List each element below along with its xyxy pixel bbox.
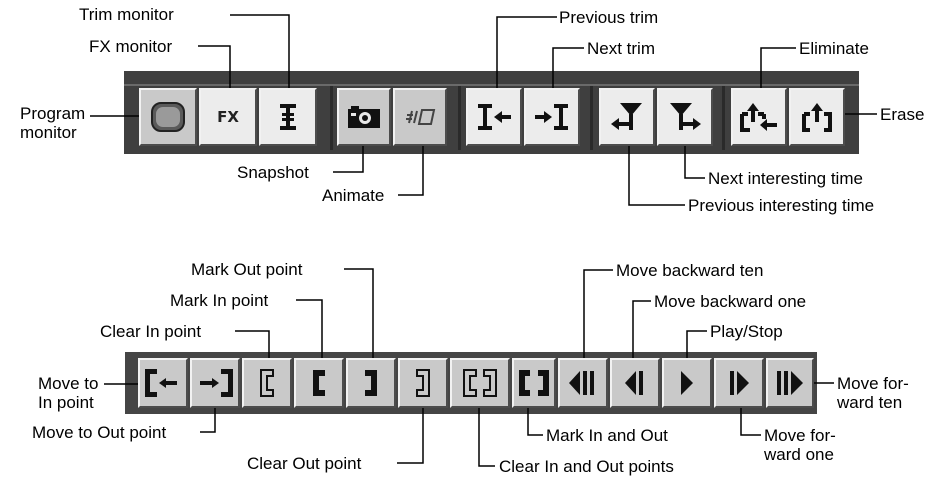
move-forward-one-icon <box>730 371 749 395</box>
mark-in-point-button[interactable] <box>294 358 344 408</box>
label-eliminate: Eliminate <box>799 39 869 58</box>
move-backward-one-button[interactable] <box>610 358 660 408</box>
move-to-in-point-icon <box>145 369 177 397</box>
separator <box>722 86 725 150</box>
move-forward-ten-icon <box>777 371 803 395</box>
label-previous-trim: Previous trim <box>559 8 659 27</box>
separator <box>330 86 333 150</box>
label-animate: Animate <box>322 186 385 205</box>
separator <box>458 86 461 150</box>
clear-out-point-icon <box>416 369 430 397</box>
move-to-out-point-icon <box>200 369 233 397</box>
label-play-stop: Play/Stop <box>710 322 783 341</box>
next-interesting-time-button[interactable] <box>657 88 713 146</box>
eliminate-icon <box>740 103 777 132</box>
label-erase: Erase <box>880 105 925 124</box>
label-trim-monitor: Trim monitor <box>79 5 174 24</box>
label-clear-in-and-out-points: Clear In and Out points <box>499 457 674 476</box>
move-forward-one-button[interactable] <box>714 358 764 408</box>
clear-out-point-button[interactable] <box>398 358 448 408</box>
clear-in-and-out-points-icon <box>463 369 497 397</box>
label-move-backward-ten: Move backward ten <box>616 261 764 280</box>
label-move-to-in-point: Move to In point <box>38 374 99 412</box>
label-snapshot: Snapshot <box>237 163 309 182</box>
next-trim-icon <box>535 104 568 130</box>
label-next-trim: Next trim <box>587 39 655 58</box>
label-mark-out-point: Mark Out point <box>191 260 303 279</box>
eliminate-button[interactable] <box>731 88 787 146</box>
snapshot-button[interactable] <box>337 88 391 146</box>
program-monitor-button[interactable] <box>139 88 197 146</box>
label-move-to-out-point: Move to Out point <box>32 423 167 442</box>
snapshot-icon <box>348 106 380 128</box>
fx-monitor-button[interactable]: FX <box>199 88 257 146</box>
label-program-monitor: Program monitor <box>20 104 86 142</box>
label-move-forward-ten: Move for- ward ten <box>837 374 909 412</box>
previous-interesting-time-icon <box>611 103 642 130</box>
label-clear-out-point: Clear Out point <box>247 454 362 473</box>
fx-monitor-icon: FX <box>217 108 239 126</box>
label-mark-in-and-out: Mark In and Out <box>546 426 668 445</box>
clear-in-and-out-points-button[interactable] <box>450 358 510 408</box>
erase-button[interactable] <box>789 88 845 146</box>
label-move-forward-one: Move for- ward one <box>764 426 836 464</box>
previous-interesting-time-button[interactable] <box>599 88 655 146</box>
mark-in-point-icon <box>313 370 325 396</box>
mark-in-and-out-button[interactable] <box>512 358 556 408</box>
label-move-backward-one: Move backward one <box>654 292 807 311</box>
clear-in-point-icon <box>260 369 274 397</box>
program-monitor-icon <box>151 102 185 132</box>
mark-out-point-icon <box>365 370 377 396</box>
move-backward-ten-button[interactable] <box>558 358 608 408</box>
animate-icon <box>406 109 436 125</box>
move-forward-ten-button[interactable] <box>766 358 814 408</box>
play-stop-icon <box>681 371 693 395</box>
label-mark-in-point: Mark In point <box>170 291 269 310</box>
move-backward-ten-icon <box>569 371 594 395</box>
separator <box>590 86 593 150</box>
label-clear-in-point: Clear In point <box>100 322 202 341</box>
next-interesting-time-icon <box>670 103 701 130</box>
previous-trim-button[interactable] <box>466 88 522 146</box>
animate-button[interactable] <box>393 88 447 146</box>
label-fx-monitor: FX monitor <box>89 37 173 56</box>
move-backward-one-icon <box>625 371 643 395</box>
move-to-out-point-button[interactable] <box>190 358 240 408</box>
trim-monitor-icon <box>280 104 296 130</box>
move-to-in-point-button[interactable] <box>138 358 188 408</box>
label-next-interesting-time: Next interesting time <box>708 169 863 188</box>
next-trim-button[interactable] <box>524 88 580 146</box>
mark-out-point-button[interactable] <box>346 358 396 408</box>
previous-trim-icon <box>478 104 511 130</box>
play-stop-button[interactable] <box>662 358 712 408</box>
erase-icon <box>802 103 832 132</box>
trim-monitor-button[interactable] <box>259 88 317 146</box>
label-previous-interesting-time: Previous interesting time <box>688 196 875 215</box>
mark-in-and-out-icon <box>519 370 549 396</box>
clear-in-point-button[interactable] <box>242 358 292 408</box>
